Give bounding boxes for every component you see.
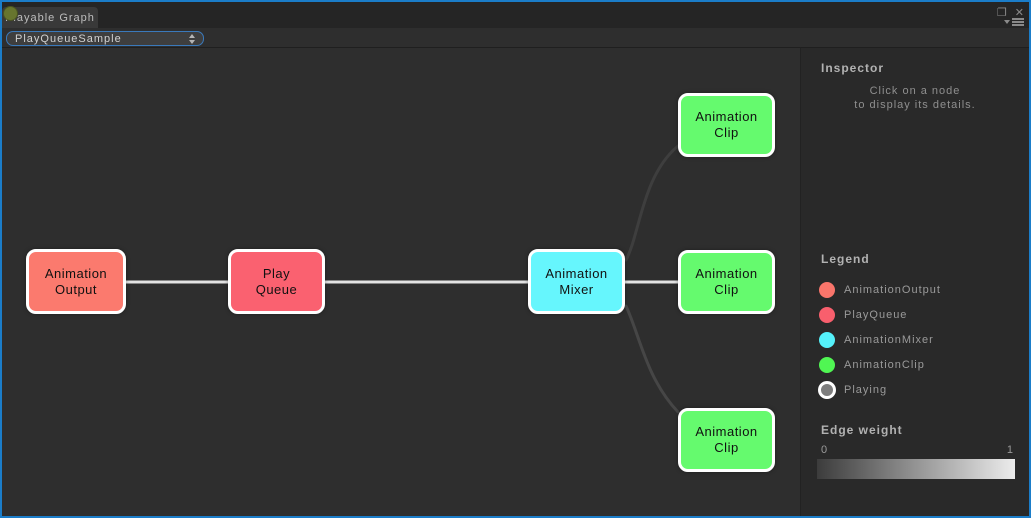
maximize-icon[interactable]: ❐ xyxy=(996,7,1007,19)
pane-menu-icon[interactable] xyxy=(1004,18,1024,26)
legend-item: Playing xyxy=(801,377,1029,402)
graph-node-label: Clip xyxy=(714,282,739,297)
graph-node-label: Queue xyxy=(255,281,298,297)
graph-node-label: Animation xyxy=(545,265,608,281)
graph-selector-dropdown[interactable]: PlayQueueSample xyxy=(6,31,204,46)
graph-node-label: Mixer xyxy=(559,281,594,297)
tab-playable-graph[interactable]: Playable Graph xyxy=(2,7,98,28)
legend-item: AnimationClip xyxy=(801,352,1029,377)
tab-label: Playable Graph xyxy=(5,11,95,24)
toolbar: PlayQueueSample xyxy=(2,28,1029,47)
graph-node-label: Animation xyxy=(695,424,758,439)
inspector-hint-line2: to display its details. xyxy=(854,99,976,111)
graph-node-label: Clip xyxy=(714,125,739,140)
legend-item-label: AnimationOutput xyxy=(844,283,941,296)
legend-color-dot xyxy=(819,356,835,373)
sidebar: Inspector Click on a node to display its… xyxy=(800,47,1029,516)
graph-node-label: Play xyxy=(262,265,291,281)
inspector-hint: Click on a node to display its details. xyxy=(801,84,1029,112)
inspector-hint-line1: Click on a node xyxy=(869,85,961,97)
legend-item-label: PlayQueue xyxy=(844,308,908,321)
title-bar: Playable Graph ❐ ✕ xyxy=(2,2,1029,28)
legend-color-dot xyxy=(819,281,835,298)
legend-item-label: AnimationClip xyxy=(844,358,925,371)
graph-node-label: Animation xyxy=(695,109,758,124)
hamburger-icon xyxy=(1012,18,1024,26)
edge-weight-max: 1 xyxy=(1006,444,1013,456)
edge-weight-min: 0 xyxy=(821,444,828,456)
legend-item: AnimationOutput xyxy=(801,277,1029,302)
graph-edges xyxy=(122,144,682,414)
inspector-panel: Inspector Click on a node to display its… xyxy=(801,61,1029,112)
graph-node-label: Clip xyxy=(714,440,739,455)
inspector-title: Inspector xyxy=(821,61,885,75)
graph-edge-animation-mixer-to-animation-clip-top xyxy=(624,144,680,262)
legend-item: PlayQueue xyxy=(801,302,1029,327)
dropdown-arrows-icon xyxy=(189,33,195,44)
legend-color-dot xyxy=(819,331,835,348)
legend-item-label: AnimationMixer xyxy=(844,333,934,346)
close-icon[interactable]: ✕ xyxy=(1014,7,1024,19)
graph-selector-value: PlayQueueSample xyxy=(15,32,122,45)
edge-weight-panel: Edge weight 0 1 xyxy=(801,423,1029,479)
edge-weight-title: Edge weight xyxy=(821,423,903,437)
legend-color-dot xyxy=(819,306,835,323)
tab-icon xyxy=(3,6,18,21)
graph-edge-animation-mixer-to-animation-clip-bottom xyxy=(624,304,680,414)
graph-node-label: Output xyxy=(54,281,98,297)
edge-weight-gradient xyxy=(817,459,1015,479)
legend-title: Legend xyxy=(821,252,870,266)
legend-item-label: Playing xyxy=(844,383,888,396)
triangle-icon xyxy=(1004,20,1010,24)
graph-node-label: Animation xyxy=(695,266,758,281)
graph-node-label: Animation xyxy=(44,265,108,281)
legend-color-dot xyxy=(818,380,836,399)
legend-item: AnimationMixer xyxy=(801,327,1029,352)
